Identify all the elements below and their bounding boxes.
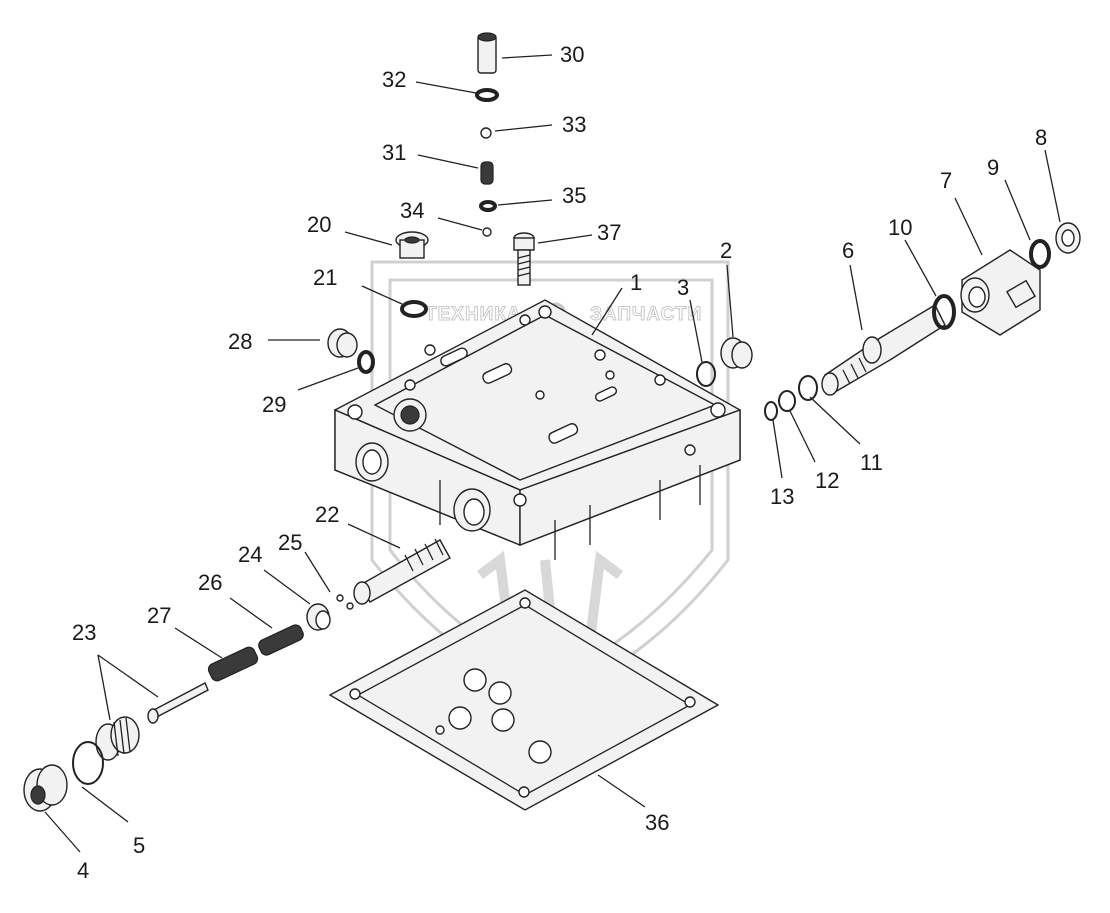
callout-32: 32 bbox=[382, 67, 406, 92]
part-34-ball bbox=[482, 227, 492, 237]
part-2-plug bbox=[720, 337, 753, 369]
part-3-oring bbox=[696, 361, 716, 387]
part-23-pin bbox=[147, 682, 209, 724]
callout-27: 27 bbox=[147, 603, 171, 628]
part-4-plug bbox=[23, 764, 68, 812]
part-9-oring bbox=[1029, 239, 1051, 269]
callout-31: 31 bbox=[382, 140, 406, 165]
part-25-ball bbox=[336, 594, 344, 602]
callout-37: 37 bbox=[597, 220, 621, 245]
leader-lines bbox=[44, 54, 1061, 853]
callout-35: 35 bbox=[562, 183, 586, 208]
callout-10: 10 bbox=[888, 215, 912, 240]
callout-21: 21 bbox=[313, 265, 337, 290]
part-22-spool bbox=[353, 538, 451, 605]
valve-housing-part bbox=[334, 299, 741, 560]
callout-1: 1 bbox=[630, 270, 642, 295]
callout-3: 3 bbox=[677, 275, 689, 300]
part-30-plug bbox=[477, 32, 497, 74]
part-21-oring bbox=[400, 300, 428, 318]
callout-28: 28 bbox=[228, 329, 252, 354]
watermark-right-text: ЗАПЧАСТИ bbox=[590, 304, 702, 325]
part-28-plug bbox=[327, 328, 358, 358]
part-10-oring bbox=[932, 294, 956, 330]
callout-12: 12 bbox=[815, 468, 839, 493]
callout-29: 29 bbox=[262, 392, 286, 417]
part-12-ring bbox=[778, 390, 796, 412]
part-6-cartridge bbox=[821, 304, 946, 396]
callout-4: 4 bbox=[77, 858, 89, 883]
part-25-ball-2 bbox=[346, 602, 354, 610]
callout-34: 34 bbox=[400, 198, 424, 223]
callout-9: 9 bbox=[987, 155, 999, 180]
part-31-spring bbox=[480, 161, 494, 185]
part-26-spring bbox=[258, 624, 304, 656]
callout-24: 24 bbox=[238, 542, 262, 567]
callout-26: 26 bbox=[198, 570, 222, 595]
callout-labels: 30 32 33 31 35 34 37 20 21 28 29 1 2 3 6… bbox=[72, 42, 1047, 883]
callout-13: 13 bbox=[770, 484, 794, 509]
callout-8: 8 bbox=[1035, 125, 1047, 150]
callout-25: 25 bbox=[278, 530, 302, 555]
part-7-solenoid bbox=[960, 249, 1041, 336]
part-5-oring bbox=[72, 741, 104, 785]
part-23-plug bbox=[95, 716, 140, 761]
callout-36: 36 bbox=[645, 810, 669, 835]
callout-22: 22 bbox=[315, 502, 339, 527]
callout-33: 33 bbox=[562, 112, 586, 137]
part-33-ball bbox=[480, 127, 492, 139]
callout-20: 20 bbox=[307, 212, 331, 237]
callout-11: 11 bbox=[860, 450, 883, 475]
part-20-plug bbox=[395, 231, 429, 259]
watermark-left-text: ТЕХНИКА bbox=[425, 304, 522, 325]
part-11-ring bbox=[798, 375, 818, 401]
callout-23: 23 bbox=[72, 620, 96, 645]
callout-5: 5 bbox=[133, 833, 145, 858]
part-29-oring bbox=[357, 350, 375, 374]
callout-6: 6 bbox=[842, 238, 854, 263]
part-32-washer bbox=[475, 88, 499, 102]
part-24-bushing bbox=[306, 603, 331, 631]
callout-30: 30 bbox=[560, 42, 584, 67]
part-36-gasket bbox=[328, 589, 720, 811]
part-27-spring bbox=[207, 646, 259, 682]
part-8-nut bbox=[1055, 222, 1081, 254]
part-35-ring bbox=[479, 200, 497, 212]
part-13-ring bbox=[764, 401, 778, 421]
part-37-bolt bbox=[513, 232, 535, 286]
callout-7: 7 bbox=[940, 168, 952, 193]
callout-2: 2 bbox=[720, 238, 732, 263]
